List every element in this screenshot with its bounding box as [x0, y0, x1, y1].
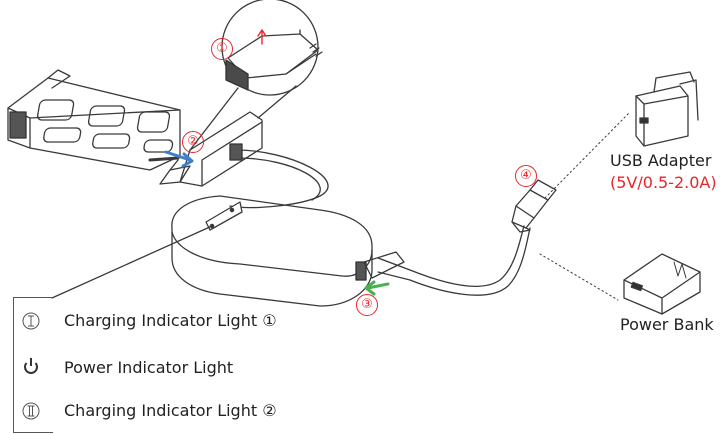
zoom-red-arrowhead [257, 29, 267, 37]
legend-label: Charging Indicator Light ② [64, 401, 277, 420]
hub-legend-leader [51, 225, 213, 299]
insert-blue-arrow [164, 150, 192, 162]
plug-green-arrowhead [364, 280, 376, 296]
clip-cable [229, 149, 329, 209]
legend-item-power: Power Indicator Light [22, 358, 233, 377]
step-3-marker: ③ [356, 294, 378, 316]
legend-label: Charging Indicator Light ① [64, 311, 277, 330]
roman-two-circle-icon [22, 402, 40, 420]
battery-drawing [7, 69, 181, 171]
legend-icons [22, 312, 40, 420]
clip-cable-strain-relief [229, 143, 243, 161]
roman-one-circle-icon [22, 312, 40, 330]
plug-green-arrow [366, 282, 390, 290]
insert-blue-arrowhead [181, 152, 194, 168]
usb-adapter-label: USB Adapter [610, 151, 712, 170]
legend-bracket [13, 297, 53, 433]
power-bank-drawing [623, 253, 701, 315]
legend-label: Power Indicator Light [64, 358, 234, 377]
usb-plug-drawing [511, 179, 557, 233]
usb-cable-edge [377, 227, 531, 296]
power-bank-label: Power Bank [620, 315, 714, 334]
usb-adapter-spec: (5V/0.5-2.0A) [610, 173, 717, 192]
step-1-marker: ① [211, 38, 233, 60]
micro-usb-plug [363, 251, 405, 279]
zoom-connector-detail [225, 29, 323, 91]
legend-item-charging-1: Charging Indicator Light ① [22, 311, 277, 330]
clip-cable-edge [237, 157, 321, 201]
charger-clip-drawing [159, 111, 263, 187]
step-2-marker: ② [182, 131, 204, 153]
legend-item-charging-2: Charging Indicator Light ② [22, 401, 277, 420]
step-4-marker: ④ [515, 165, 537, 187]
adapter-dotted-line [544, 111, 631, 199]
zoom-pointer-right [257, 85, 297, 119]
usb-adapter-drawing [635, 71, 699, 147]
power-icon [24, 358, 38, 374]
powerbank-dotted-line [539, 253, 619, 301]
charging-hub-drawing [171, 195, 373, 307]
usb-cable [377, 225, 525, 287]
